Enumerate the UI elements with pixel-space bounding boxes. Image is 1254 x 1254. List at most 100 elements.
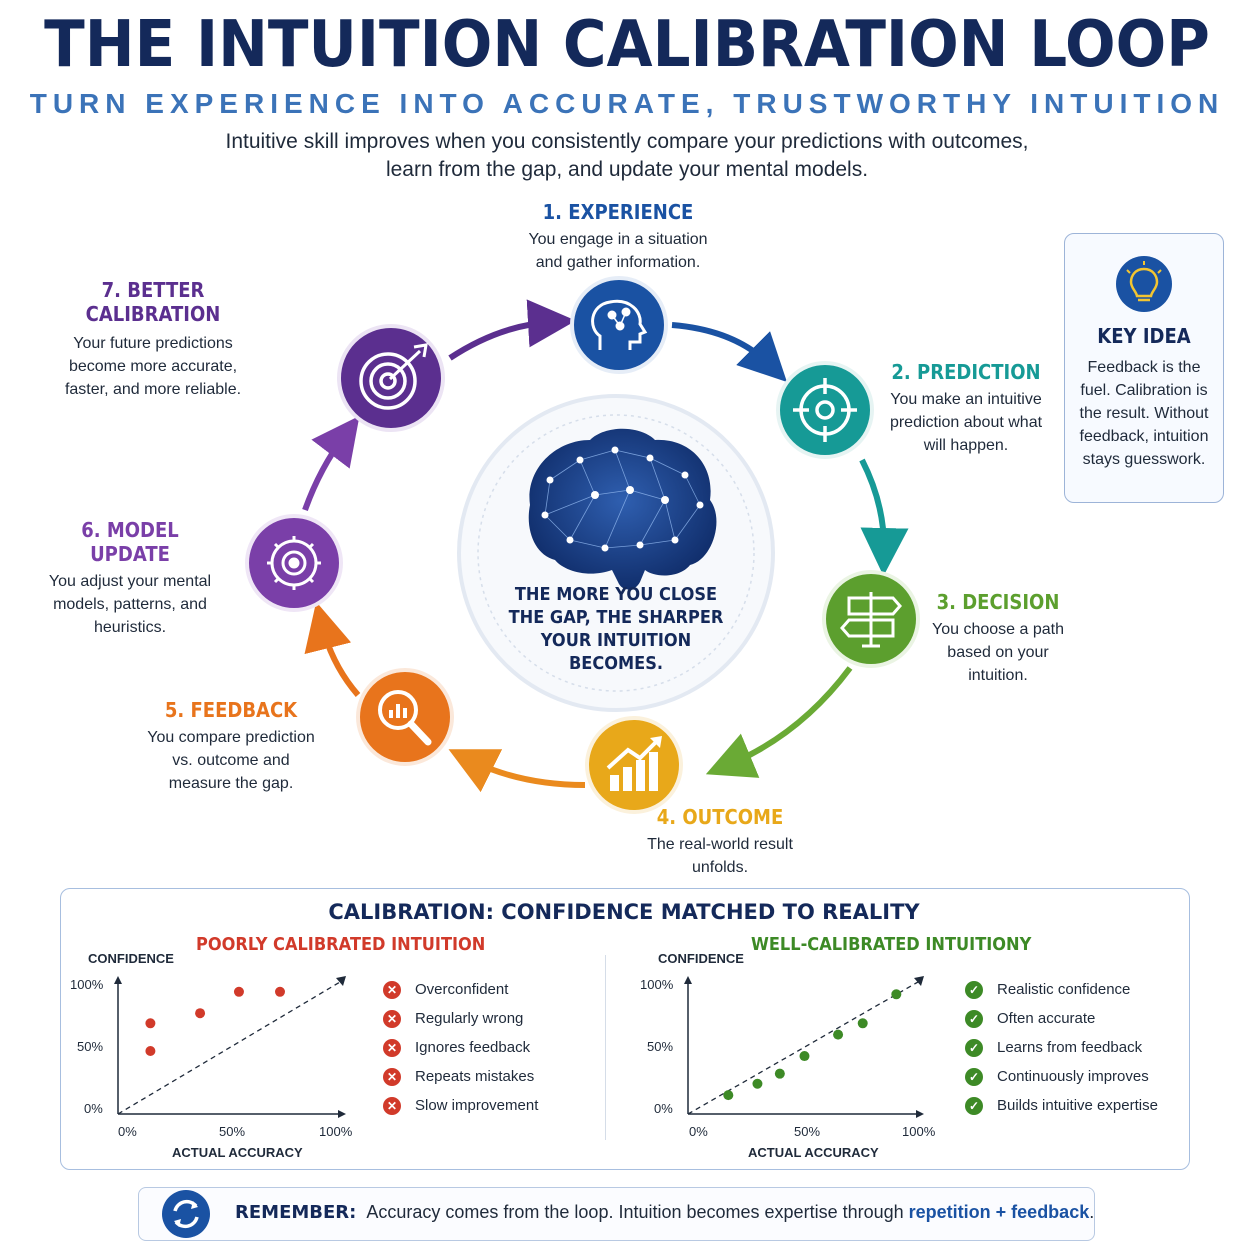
step-7-label: 7. BETTER CALIBRATION Your future predic…	[64, 278, 242, 398]
poor-trait-item: ✕Regularly wrong	[383, 1004, 538, 1033]
center-message: THE MORE YOU CLOSE THE GAP, THE SHARPER …	[508, 584, 724, 674]
step-2-circle	[776, 361, 874, 459]
calibration-panel	[60, 888, 1190, 1170]
step-1-circle	[570, 276, 668, 374]
well-point-1	[752, 1078, 763, 1089]
page-title: THE INTUITION CALIBRATION LOOP	[44, 8, 1210, 82]
well-point-0	[723, 1090, 734, 1101]
poor-point-4	[275, 986, 285, 997]
arrow-1-2	[671, 322, 787, 382]
check-icon: ✓	[965, 1096, 983, 1115]
well-y-tick-50: 50%	[647, 1039, 674, 1054]
well-trait-item: ✓Continuously improves	[965, 1062, 1158, 1091]
remember-label: REMEMBER:	[235, 1202, 357, 1223]
crosshair-icon	[793, 378, 857, 442]
poor-traits-list: ✕Overconfident ✕Regularly wrong ✕Ignores…	[383, 975, 538, 1120]
well-traits-list: ✓Realistic confidence ✓Often accurate ✓L…	[965, 975, 1158, 1120]
well-chart-title: WELL-CALIBRATED INTUITIONY	[751, 934, 1032, 955]
arrow-7-1	[448, 299, 576, 361]
poor-point-1	[145, 1018, 156, 1029]
poor-y-label: CONFIDENCE	[88, 951, 174, 966]
poor-point-0	[145, 1046, 156, 1056]
poor-x-tick-0: 0%	[118, 1124, 137, 1139]
well-point-4	[833, 1029, 844, 1040]
well-trait-item: ✓Often accurate	[965, 1004, 1158, 1033]
x-mark-icon: ✕	[383, 980, 401, 999]
well-y-label: CONFIDENCE	[658, 951, 744, 966]
poor-point-2	[195, 1008, 206, 1019]
x-mark-icon: ✕	[383, 1096, 401, 1115]
poor-y-tick-50: 50%	[77, 1039, 104, 1054]
well-calibration-chart	[684, 976, 924, 1118]
well-point-3	[799, 1051, 810, 1062]
arrow-5-6	[304, 601, 361, 697]
poor-reference-line	[117, 981, 341, 1115]
key-idea-title: KEY IDEA	[1097, 324, 1191, 348]
check-icon: ✓	[965, 1038, 983, 1057]
refresh-icon	[162, 1190, 210, 1238]
intro-text: Intuitive skill improves when you consis…	[225, 130, 1029, 181]
well-reference-line	[687, 981, 919, 1115]
poor-y-tick-0: 0%	[84, 1101, 103, 1116]
poor-y-axis-arrow	[114, 976, 122, 984]
well-x-tick-50: 50%	[794, 1124, 821, 1139]
well-x-tick-0: 0%	[689, 1124, 708, 1139]
poor-chart-title: POORLY CALIBRATED INTUITION	[196, 934, 486, 955]
x-mark-icon: ✕	[383, 1009, 401, 1028]
step-5-label: 5. FEEDBACK You compare prediction vs. o…	[147, 698, 315, 792]
arrow-2-3	[859, 458, 909, 576]
target-arrow-icon	[359, 343, 428, 410]
x-mark-icon: ✕	[383, 1038, 401, 1057]
poor-x-axis-arrow	[338, 1110, 346, 1118]
brain-network-image	[528, 428, 717, 590]
poor-calibration-chart	[114, 976, 346, 1118]
check-icon: ✓	[965, 980, 983, 999]
lightbulb-icon	[1116, 256, 1172, 312]
brain-network-icon	[591, 299, 648, 350]
remember-bar: REMEMBER:Accuracy comes from the loop. I…	[138, 1187, 1095, 1241]
growth-chart-icon	[606, 736, 662, 791]
poor-trait-item: ✕Ignores feedback	[383, 1033, 538, 1062]
remember-text: REMEMBER:Accuracy comes from the loop. I…	[235, 1202, 1095, 1223]
gear-brain-icon	[267, 536, 321, 590]
well-trait-item: ✓Builds intuitive expertise	[965, 1091, 1158, 1120]
well-trait-item: ✓Realistic confidence	[965, 975, 1158, 1004]
step-3-circle	[822, 570, 920, 668]
magnifier-chart-icon	[378, 690, 432, 746]
step-6-circle	[245, 514, 343, 612]
arrow-6-7	[302, 415, 360, 512]
calibration-title: CALIBRATION: CONFIDENCE MATCHED TO REALI…	[328, 900, 920, 924]
poor-trait-item: ✕Slow improvement	[383, 1091, 538, 1120]
well-y-tick-100: 100%	[640, 977, 674, 992]
well-y-axis-arrow	[684, 976, 692, 984]
step-4-label: 4. OUTCOME The real-world result unfolds…	[647, 805, 793, 876]
well-point-2	[774, 1068, 785, 1079]
key-idea-box: KEY IDEA Feedback is the fuel. Calibrati…	[1064, 233, 1224, 503]
well-reference-arrow	[914, 976, 924, 986]
step-4-circle	[585, 716, 683, 814]
step-2-label: 2. PREDICTION You make an intuitive pred…	[889, 360, 1043, 454]
step-6-label: 6. MODEL UPDATE You adjust your mental m…	[48, 518, 212, 636]
poor-y-tick-100: 100%	[70, 977, 104, 992]
signpost-icon	[840, 592, 902, 648]
poor-trait-item: ✕Overconfident	[383, 975, 538, 1004]
well-point-5	[857, 1018, 868, 1029]
remember-highlight: repetition + feedback	[908, 1202, 1090, 1222]
well-x-axis-arrow	[916, 1110, 924, 1118]
step-7-circle	[337, 324, 445, 432]
calibration-divider	[605, 955, 606, 1140]
key-idea-text: Feedback is the fuel. Calibration is the…	[1079, 359, 1209, 468]
step-5-circle	[356, 668, 454, 766]
x-mark-icon: ✕	[383, 1067, 401, 1086]
arrow-4-5	[448, 749, 586, 793]
well-trait-item: ✓Learns from feedback	[965, 1033, 1158, 1062]
step-3-label: 3. DECISION You choose a path based on y…	[932, 590, 1064, 684]
arrow-3-4	[705, 666, 853, 778]
well-x-tick-100: 100%	[902, 1124, 936, 1139]
poor-x-tick-100: 100%	[319, 1124, 353, 1139]
well-point-6	[891, 989, 902, 1000]
poor-point-3	[233, 986, 244, 997]
well-y-tick-0: 0%	[654, 1101, 673, 1116]
poor-x-label: ACTUAL ACCURACY	[172, 1145, 303, 1160]
